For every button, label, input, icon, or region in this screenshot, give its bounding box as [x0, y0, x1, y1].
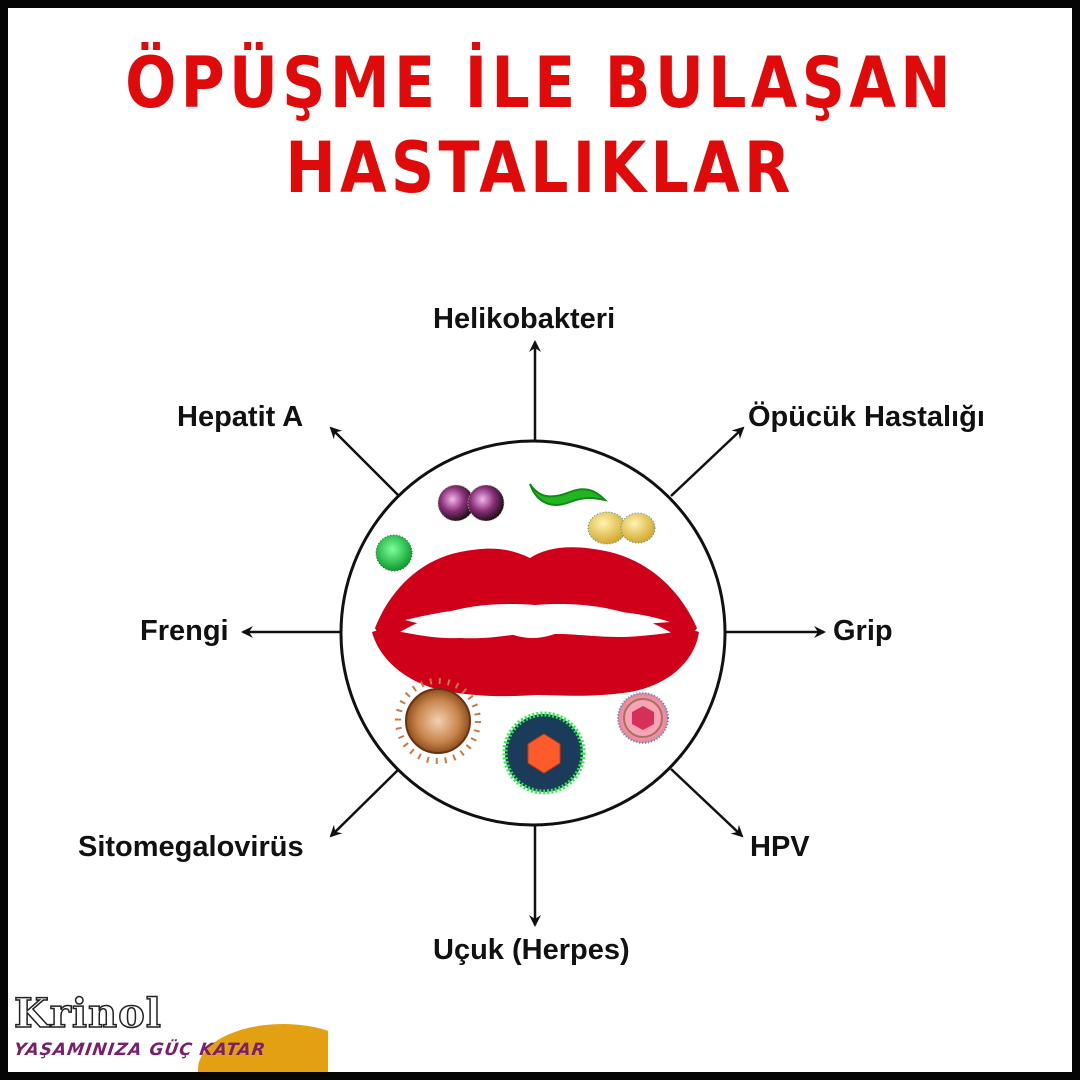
arrow-up-left	[329, 426, 400, 497]
arrow-down-left	[329, 768, 400, 838]
label-hpv: HPV	[750, 831, 810, 863]
label-sitomegalovirus: Sitomegalovirüs	[78, 831, 304, 863]
label-helikobakteri: Helikobakteri	[433, 303, 616, 335]
diplococcus-yellow-icon	[587, 511, 656, 545]
arrows	[241, 340, 826, 927]
spirochete-icon	[529, 483, 609, 506]
title-line-1: ÖPÜŞME İLE BULAŞAN	[125, 42, 955, 124]
coccus-green-icon	[375, 534, 413, 572]
enveloped-virus-green-icon	[502, 711, 586, 795]
spiky-virus-brown-icon	[395, 678, 481, 764]
label-opucuk-hastaligi: Öpücük Hastalığı	[748, 401, 985, 433]
diplococcus-purple-icon	[437, 484, 505, 522]
label-grip: Grip	[833, 615, 893, 647]
label-frengi: Frengi	[140, 615, 229, 647]
arrow-up-right	[670, 426, 745, 497]
label-hepatit-a: Hepatit A	[177, 401, 304, 433]
logo-tagline: YAŞAMINIZA GÜÇ KATAR	[12, 1040, 268, 1060]
title-line-2: HASTALIKLAR	[285, 127, 795, 209]
lips-icon	[372, 547, 699, 697]
arrow-down-right	[670, 768, 744, 838]
logo-brand: Krinol	[13, 990, 162, 1037]
label-ucuk-herpes: Uçuk (Herpes)	[433, 934, 630, 966]
krinol-logo: Krinol YAŞAMINIZA GÜÇ KATAR	[8, 990, 328, 1072]
virus-pink-icon	[617, 692, 669, 744]
